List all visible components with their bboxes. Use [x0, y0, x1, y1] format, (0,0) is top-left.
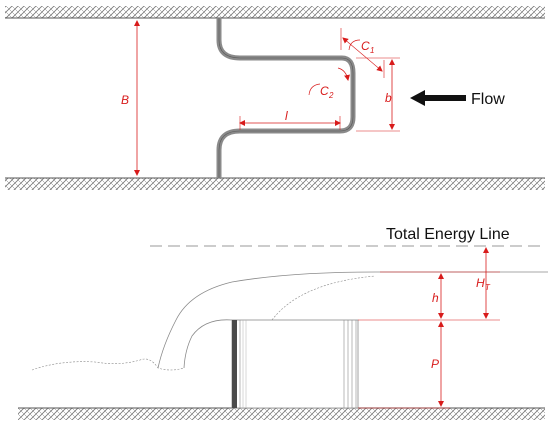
weir-body — [231, 319, 359, 409]
nappe-inner — [183, 319, 233, 369]
nappe-lower — [271, 275, 376, 321]
label-weir-height-p: P — [431, 357, 439, 371]
weir-front-face — [232, 320, 237, 408]
label-total-head-ht-sub: T — [485, 283, 491, 292]
label-crest-c1: C — [361, 39, 370, 53]
total-energy-line-label: Total Energy Line — [386, 226, 510, 243]
flow-label: Flow — [471, 91, 505, 108]
flow-arrow-icon — [410, 90, 466, 106]
label-head-h: h — [432, 291, 439, 305]
upstream-water-surface — [231, 271, 548, 283]
label-total-head-ht: H — [476, 276, 485, 290]
dimension-c1 — [342, 37, 383, 72]
c1-arc — [348, 39, 361, 51]
label-cycle-length-l: l — [285, 109, 288, 123]
c2-arrow — [337, 67, 350, 81]
floor-hatch — [18, 408, 545, 420]
top-wall-hatch — [5, 6, 545, 18]
label-crest-c1-sub: 1 — [370, 46, 374, 55]
label-apex-width-b: b — [385, 91, 392, 105]
section-view: Total Energy Line h P — [18, 226, 548, 420]
label-crest-c2: C — [320, 84, 329, 98]
nappe-upper — [157, 281, 233, 369]
label-width-b: B — [121, 93, 129, 107]
c2-arc — [308, 83, 321, 96]
downstream-water-surface — [31, 358, 185, 371]
label-crest-c2-sub: 2 — [328, 91, 334, 100]
plan-view: B l b C 1 C 2 Flow — [5, 6, 545, 190]
bottom-wall-hatch — [5, 178, 545, 190]
